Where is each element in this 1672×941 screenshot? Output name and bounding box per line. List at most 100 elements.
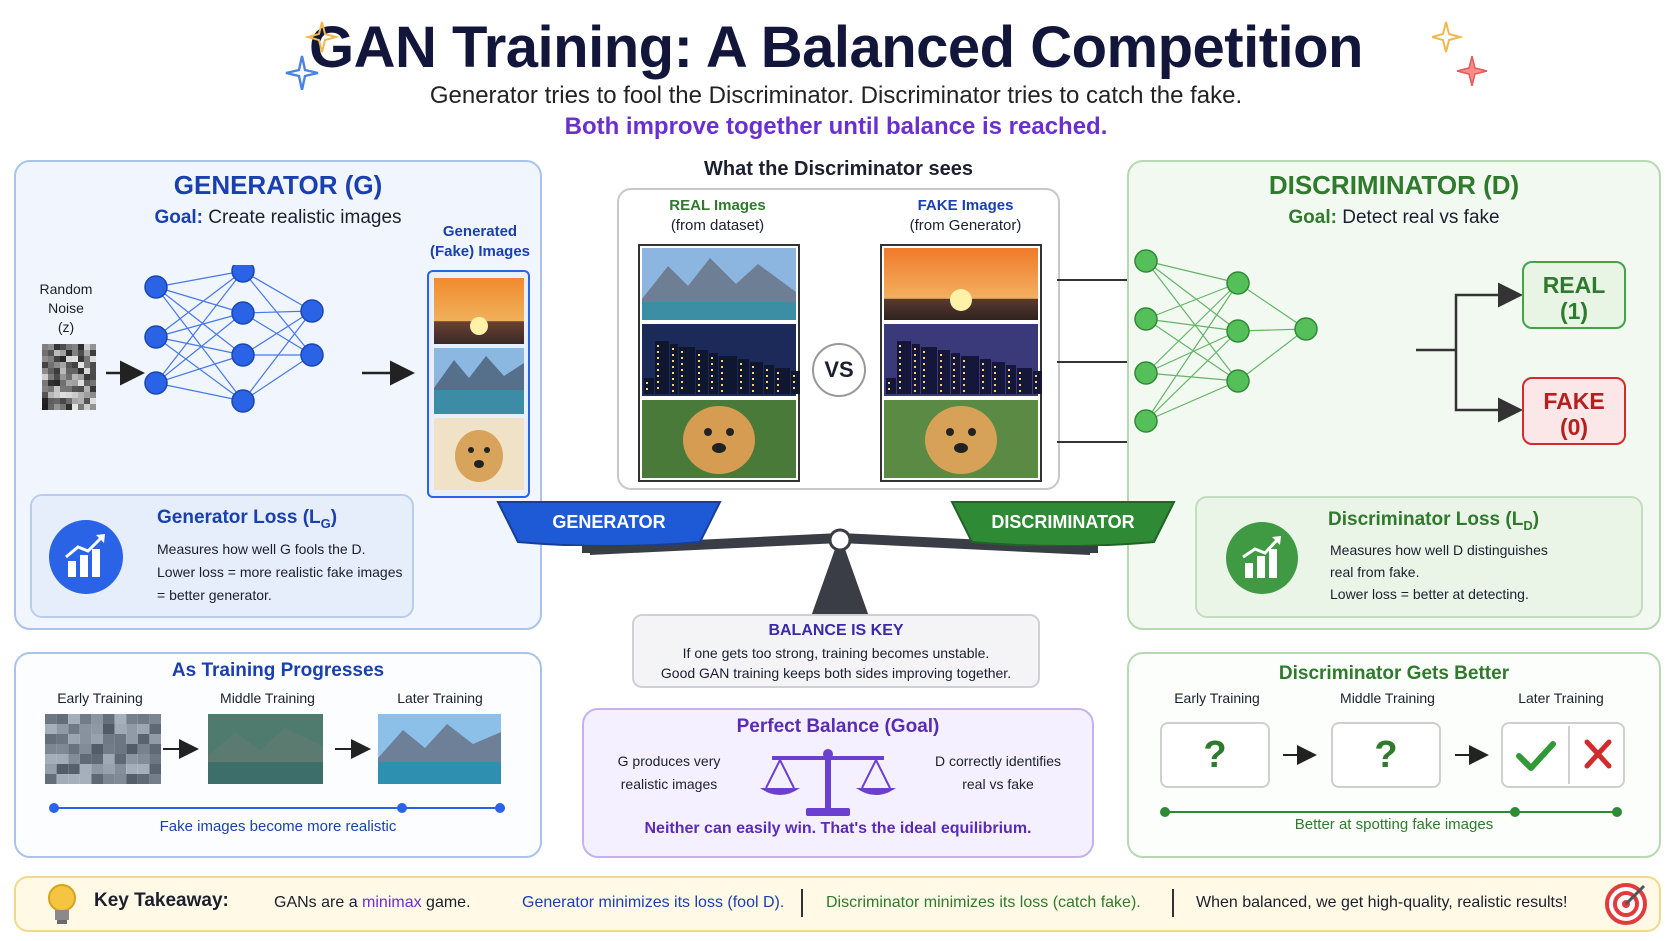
page-subtitle: Generator tries to fool the Discriminato… (429, 82, 1243, 109)
stage-middle: Middle Training (220, 690, 315, 706)
goal-label: Goal: (154, 207, 204, 228)
label-line: FAKE Images (917, 197, 1014, 214)
discriminator-pan-label: DISCRIMINATOR (991, 512, 1135, 532)
progress-title: As Training Progresses (171, 660, 385, 681)
progress-caption: Fake images become more realistic (159, 818, 397, 835)
text-line: realistic images (620, 776, 718, 792)
balance-key-title: BALANCE IS KEY (768, 622, 904, 639)
balance-key-box (632, 614, 1040, 688)
check-icon (1516, 741, 1556, 771)
text: game. (421, 894, 471, 911)
disc-progress-arrows (1160, 745, 1622, 817)
label-line: (Fake) Images (429, 243, 531, 260)
page-title: GAN Training: A Balanced Competition (309, 15, 1363, 80)
text-line: real vs fake (962, 776, 1034, 792)
divider (801, 889, 803, 917)
discriminator-loss-title: Discriminator Loss (LD) (1328, 509, 1540, 533)
stage-middle: Middle Training (1340, 690, 1435, 706)
chart-up-icon (1226, 522, 1298, 594)
label-line: Generated (442, 223, 518, 240)
later-result-icons (1516, 726, 1612, 784)
noise-label-line: Noise (48, 300, 84, 316)
out-line: FAKE (1543, 388, 1605, 414)
text: GANs are a (274, 894, 363, 911)
goal-text: Create realistic images (208, 207, 402, 228)
loss-line: Lower loss = more realistic fake images (157, 564, 403, 580)
generator-goal: Goal: Create realistic images (14, 207, 542, 229)
divider (1172, 889, 1174, 917)
noise-label-line: (z) (57, 319, 75, 335)
takeaway-part1: GANs are a minimax game. (274, 894, 471, 912)
label-line: (from Generator) (909, 217, 1022, 234)
perfect-balance-panel (582, 708, 1094, 858)
scale-icon (760, 749, 896, 816)
goal-label: Goal: (1288, 207, 1337, 228)
loss-title-text: Discriminator Loss (L (1328, 509, 1524, 530)
out-line: (1) (1559, 298, 1589, 324)
loss-line: Measures how well D distinguishes (1330, 542, 1548, 558)
generator-pan-label: GENERATOR (552, 512, 666, 532)
minimax-term: minimax (362, 894, 422, 911)
progress-images (45, 714, 505, 813)
discriminator-goal: Goal: Detect real vs fake (1127, 207, 1661, 229)
fake-output-box: FAKE (0) (1522, 377, 1626, 445)
disc-progress-caption: Better at spotting fake images (1294, 816, 1494, 833)
perfect-right-text: D correctly identifies real vs fake (918, 750, 1078, 796)
noise-label: Random Noise (z) (30, 280, 102, 337)
loss-line: Lower loss = better at detecting. (1330, 586, 1529, 602)
stage-later: Later Training (397, 690, 483, 706)
balance-line: If one gets too strong, training becomes… (682, 645, 990, 661)
fake-images-label: FAKE Images (from Generator) (878, 196, 1053, 236)
generator-loss-desc: Measures how well G fools the D. Lower l… (157, 538, 403, 607)
fake-images-stack (880, 244, 1042, 482)
takeaway-part3: Discriminator minimizes its loss (catch … (826, 894, 1141, 911)
balance-key-desc: If one gets too strong, training becomes… (632, 643, 1040, 683)
takeaway-label: Key Takeaway: (94, 890, 229, 911)
cross-icon (1584, 739, 1612, 769)
loss-subscript: D (1523, 517, 1533, 533)
loss-line: real from fake. (1330, 564, 1420, 580)
out-line: (0) (1559, 414, 1589, 440)
text-line: D correctly identifies (934, 753, 1062, 769)
label-line: REAL Images (669, 197, 766, 214)
generator-title: GENERATOR (G) (173, 170, 383, 200)
loss-title-text: Generator Loss (L (157, 507, 321, 528)
real-images-stack (638, 244, 800, 482)
noise-label-line: Random (39, 281, 93, 297)
takeaway-part2: Generator minimizes its loss (fool D). (522, 894, 785, 911)
goal-text: Detect real vs fake (1342, 207, 1500, 228)
perfect-balance-caption: Neither can easily win. That's the ideal… (644, 820, 1032, 837)
page-tagline: Both improve together until balance is r… (564, 113, 1108, 140)
loss-line: = better generator. (157, 587, 272, 603)
takeaway-part4: When balanced, we get high-quality, real… (1196, 894, 1568, 911)
out-line: REAL (1542, 272, 1606, 298)
sees-title: What the Discriminator sees (704, 158, 973, 180)
label-line: (from dataset) (670, 217, 765, 234)
chart-up-icon (49, 520, 123, 594)
generated-images-label: Generated (Fake) Images (420, 222, 540, 262)
generated-images (434, 278, 524, 490)
discriminator-loss-desc: Measures how well D distinguishes real f… (1330, 539, 1548, 605)
generator-loss-title: Generator Loss (LG) (157, 507, 338, 531)
generator-network (106, 265, 415, 413)
key-takeaway-bar (14, 876, 1661, 932)
sparkle-icon (285, 21, 340, 90)
real-output-box: REAL (1) (1522, 261, 1626, 329)
discriminator-pan (950, 501, 1176, 546)
discriminator-title: DISCRIMINATOR (D) (1268, 170, 1520, 200)
disc-progress-title: Discriminator Gets Better (1278, 663, 1510, 684)
perfect-balance-title: Perfect Balance (Goal) (736, 716, 940, 737)
lightbulb-icon (48, 884, 76, 924)
noise-image (42, 344, 96, 410)
discriminator-network (1134, 249, 1523, 433)
sparkle-icon (1432, 21, 1488, 87)
vs-badge: VS (812, 343, 866, 397)
generator-pan (496, 501, 722, 546)
stage-early: Early Training (57, 690, 143, 706)
text-line: G produces very (617, 753, 721, 769)
middle-question-box: ? (1331, 722, 1441, 788)
perfect-left-text: G produces very realistic images (594, 750, 744, 796)
stage-early: Early Training (1174, 690, 1260, 706)
target-icon (1605, 883, 1647, 925)
loss-line: Measures how well G fools the D. (157, 541, 366, 557)
